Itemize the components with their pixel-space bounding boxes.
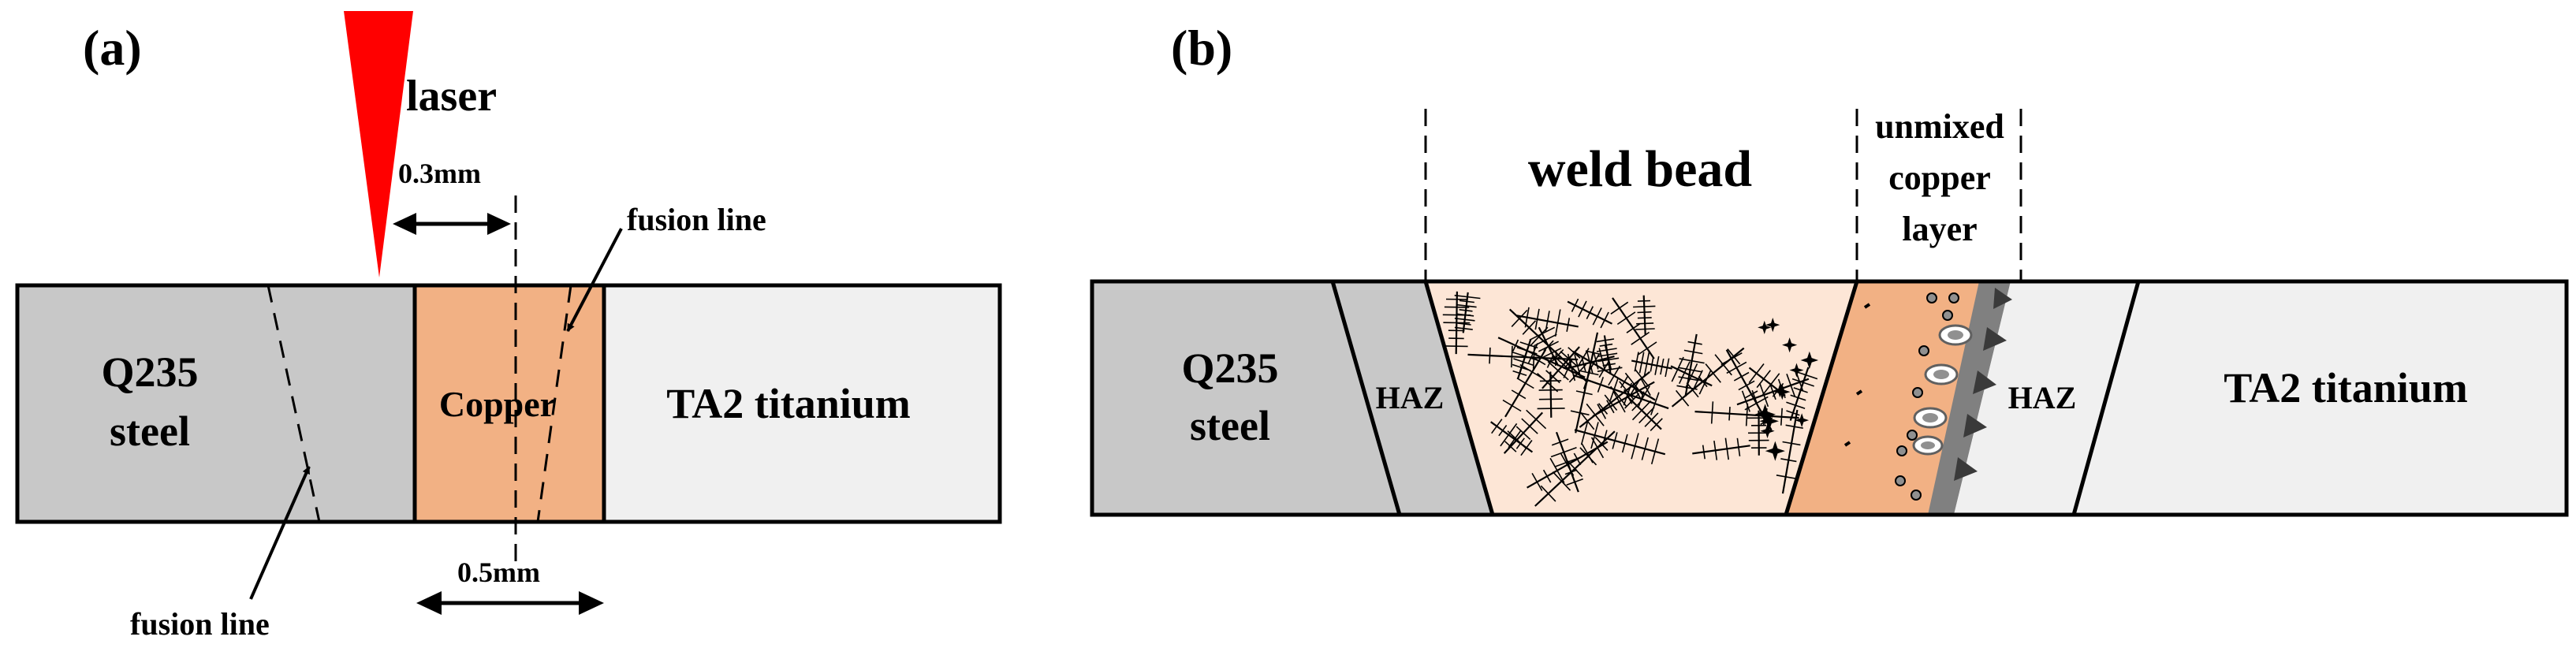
laser-beam xyxy=(344,11,413,277)
unmixed-label-line2: copper xyxy=(1888,158,1991,197)
width-arrow-left xyxy=(416,591,442,615)
haz-steel-label: HAZ xyxy=(1376,380,1445,415)
laser-label: laser xyxy=(406,72,497,121)
steel-b-label-line1: Q235 xyxy=(1181,344,1278,392)
weld-bead-label: weld bead xyxy=(1528,140,1752,198)
steel-plate xyxy=(17,285,415,522)
fusion-line-label-left: fusion line xyxy=(130,606,270,642)
unmixed-label-line1: unmixed xyxy=(1875,107,2004,146)
steel-label-line2: steel xyxy=(110,408,190,455)
titanium-b-label: TA2 titanium xyxy=(2224,364,2468,411)
width-arrow-right xyxy=(579,591,604,615)
offset-arrow-right xyxy=(487,213,511,235)
offset-dimension-label: 0.3mm xyxy=(398,158,481,189)
panel-a-label: (a) xyxy=(83,20,142,76)
steel-b-label-line2: steel xyxy=(1190,402,1270,449)
panel-b: (b) xyxy=(1092,20,2567,515)
haz-titanium-label: HAZ xyxy=(2008,380,2077,415)
panel-a: (a) laser 0.3mm 0.5mm fusion line fusion… xyxy=(17,11,1000,642)
panel-b-label: (b) xyxy=(1171,20,1232,76)
unmixed-label-line3: layer xyxy=(1902,210,1977,248)
fusion-line-label-right: fusion line xyxy=(627,202,766,237)
offset-arrow-left xyxy=(393,213,416,235)
copper-label: Copper xyxy=(439,384,556,424)
width-dimension-label: 0.5mm xyxy=(457,557,540,588)
titanium-label: TA2 titanium xyxy=(666,380,911,427)
steel-label-line1: Q235 xyxy=(101,348,198,396)
